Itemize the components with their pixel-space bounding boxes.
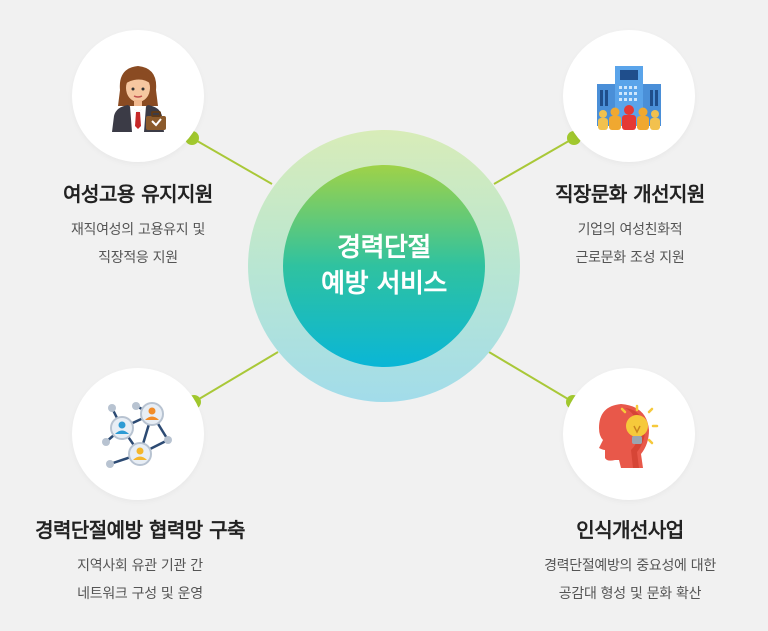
center-hub: 경력단절 예방 서비스	[283, 165, 485, 367]
item-desc-line2: 직장적응 지원	[98, 250, 178, 266]
item-desc-line1: 재직여성의 고용유지 및	[70, 222, 206, 238]
head-lightbulb-icon	[563, 368, 695, 500]
item-desc-line2: 근로문화 조성 지원	[575, 250, 685, 266]
connector-line-top-right	[493, 137, 575, 185]
item-desc-line1: 기업의 여성친화적	[577, 222, 683, 238]
item-title-cooperation-network: 경력단절예방 협력망 구축	[35, 518, 245, 542]
item-desc-line2: 공감대 형성 및 문화 확산	[558, 586, 702, 602]
item-desc-line1: 경력단절예방의 중요성에 대한	[544, 558, 716, 574]
item-desc-line1: 지역사회 유관 기관 간	[77, 558, 203, 574]
connector-line-bottom-right	[488, 351, 574, 403]
item-desc-line2: 네트워크 구성 및 운영	[77, 586, 203, 602]
connector-line-top-left	[191, 137, 273, 185]
office-building-icon	[563, 30, 695, 162]
businesswoman-icon	[72, 30, 204, 162]
connector-line-bottom-left	[193, 351, 279, 403]
network-people-icon	[72, 368, 204, 500]
item-title-workplace-culture: 직장문화 개선지원	[555, 182, 705, 206]
item-title-awareness-improvement: 인식개선사업	[576, 518, 684, 542]
item-title-women-employment: 여성고용 유지지원	[63, 182, 213, 206]
center-title-line2: 예방 서비스	[321, 269, 447, 299]
center-title-line1: 경력단절	[337, 233, 431, 263]
